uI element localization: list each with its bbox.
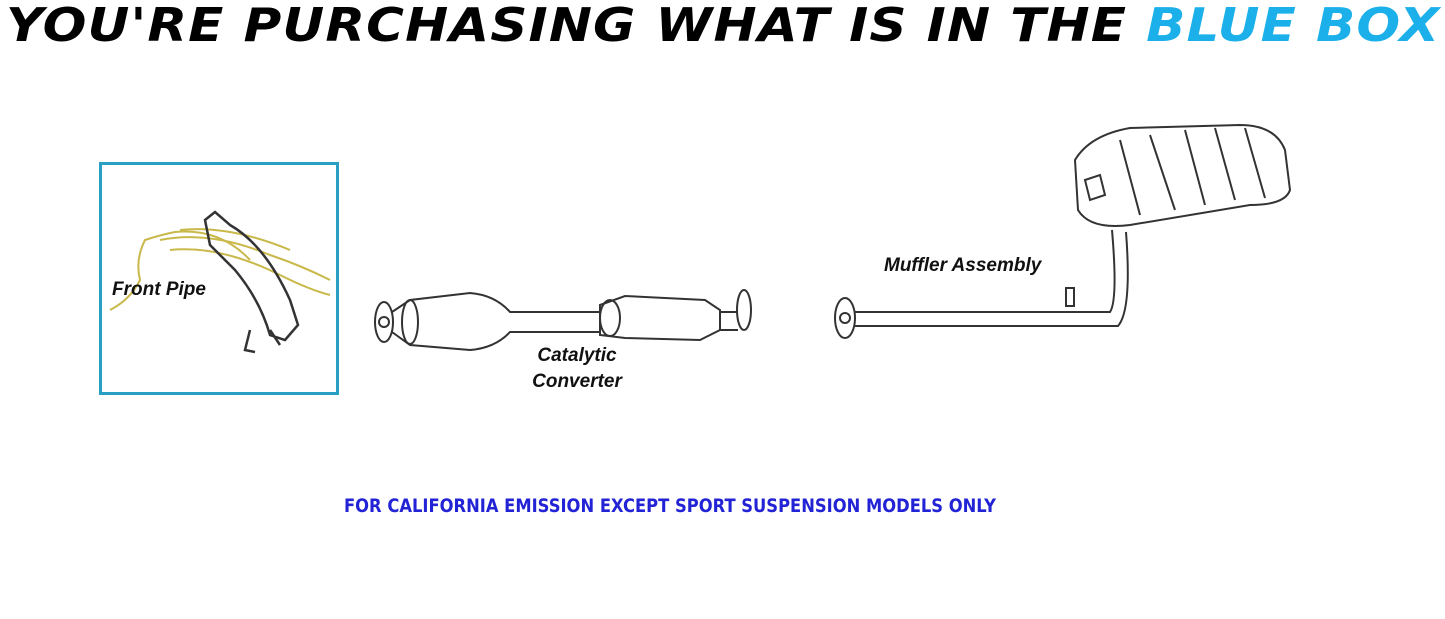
front-pipe-drawing xyxy=(203,210,300,354)
headline-highlight: BLUE BOX xyxy=(1146,0,1441,52)
muffler-assembly-drawing xyxy=(834,123,1292,339)
blue-box-front-pipe xyxy=(99,162,339,395)
front-pipe-label: Front Pipe xyxy=(112,279,206,300)
headline-text: YOU'RE PURCHASING WHAT IS IN THE xyxy=(6,0,1147,52)
headline: YOU'RE PURCHASING WHAT IS IN THE BLUE BO… xyxy=(6,0,1440,52)
emission-note: FOR CALIFORNIA EMISSION EXCEPT SPORT SUS… xyxy=(344,495,997,517)
muffler-assembly-label: Muffler Assembly xyxy=(884,255,1042,276)
catalytic-converter-label: Catalytic Converter xyxy=(532,345,622,392)
catalytic-converter-drawing xyxy=(374,289,752,352)
